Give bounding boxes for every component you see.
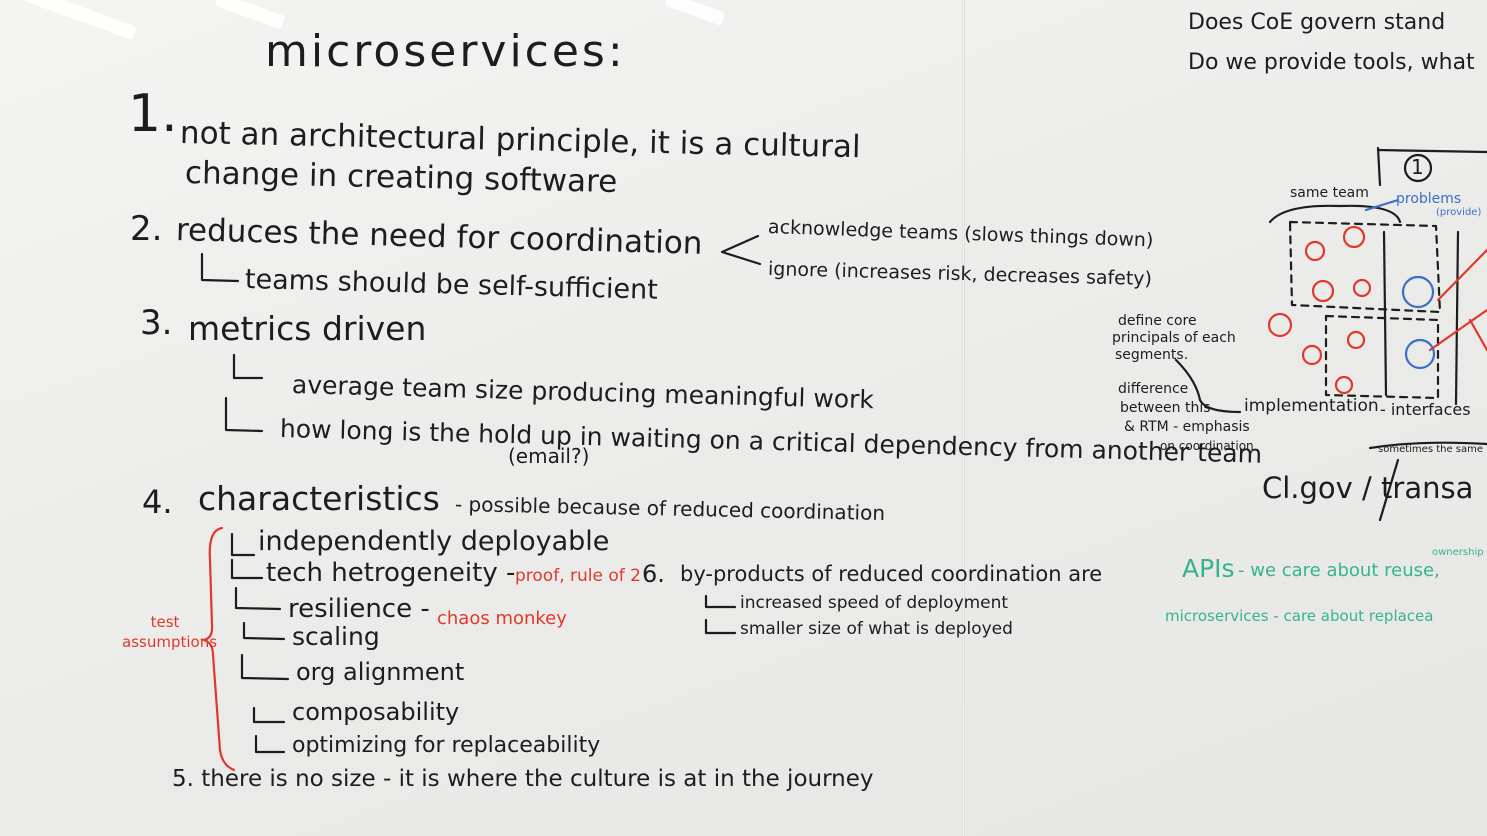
cl-gov-label: Cl.gov / transa — [1262, 471, 1474, 505]
item-3-sub-2-note: (email?) — [508, 444, 590, 468]
item-6-number: 6. — [642, 560, 665, 588]
implementation-label: implementation — [1244, 396, 1379, 416]
provide-label: (provide) — [1436, 207, 1482, 218]
difference-line-1: difference — [1118, 381, 1189, 397]
characteristic-item: independently deployable — [258, 526, 610, 557]
item-4-text: characteristics — [198, 479, 440, 518]
problems-label: problems — [1396, 191, 1462, 207]
item-5-text: 5. there is no size - it is where the cu… — [172, 766, 874, 792]
item-3-text: metrics driven — [188, 309, 427, 348]
difference-line-3: & RTM - emphasis — [1124, 419, 1250, 435]
question-1: Does CoE govern stand — [1188, 10, 1446, 35]
diagram-number: 1 — [1411, 155, 1424, 179]
interfaces-label: - interfaces — [1380, 400, 1471, 419]
sometimes-label: sometimes the same — [1378, 444, 1484, 455]
characteristic-item: scaling — [292, 622, 380, 651]
board-seam — [962, 0, 965, 836]
item-2-number: 2. — [130, 209, 163, 249]
tech-heterogeneity-note: proof, rule of 2 — [515, 566, 641, 586]
characteristic-item: org alignment — [296, 658, 465, 686]
microservices-note: microservices - care about replacea — [1165, 607, 1434, 625]
item-6-text: by-products of reduced coordination are — [680, 562, 1103, 586]
characteristic-item: tech hetrogeneity - — [266, 558, 516, 588]
apis-note: - we care about reuse, — [1238, 560, 1440, 581]
item-3-number: 3. — [140, 303, 173, 343]
test-assumptions-note: test assumptions — [122, 613, 218, 651]
resilience-note: chaos monkey — [437, 608, 567, 629]
difference-line-2: between this — [1120, 400, 1211, 416]
ownership-label: ownership — [1432, 547, 1484, 558]
item-6-sub-1: increased speed of deployment — [740, 593, 1009, 613]
apis-label: APIs — [1182, 554, 1235, 583]
item-4-number: 4. — [142, 483, 173, 521]
define-core-line-3: segments. — [1115, 347, 1189, 363]
define-core-line-2: principals of each — [1112, 330, 1236, 346]
question-2: Do we provide tools, what — [1188, 50, 1475, 75]
characteristic-item: optimizing for replaceability — [292, 733, 601, 758]
difference-line-4: on coordination — [1160, 439, 1254, 453]
item-1-number: 1. — [128, 84, 178, 144]
characteristic-item: resilience - — [288, 594, 430, 624]
same-team-label: same team — [1290, 185, 1369, 201]
item-6-sub-2: smaller size of what is deployed — [740, 619, 1013, 639]
page-title: microservices: — [265, 26, 626, 77]
define-core-line-1: define core — [1118, 313, 1197, 329]
characteristic-item: composability — [292, 698, 460, 726]
